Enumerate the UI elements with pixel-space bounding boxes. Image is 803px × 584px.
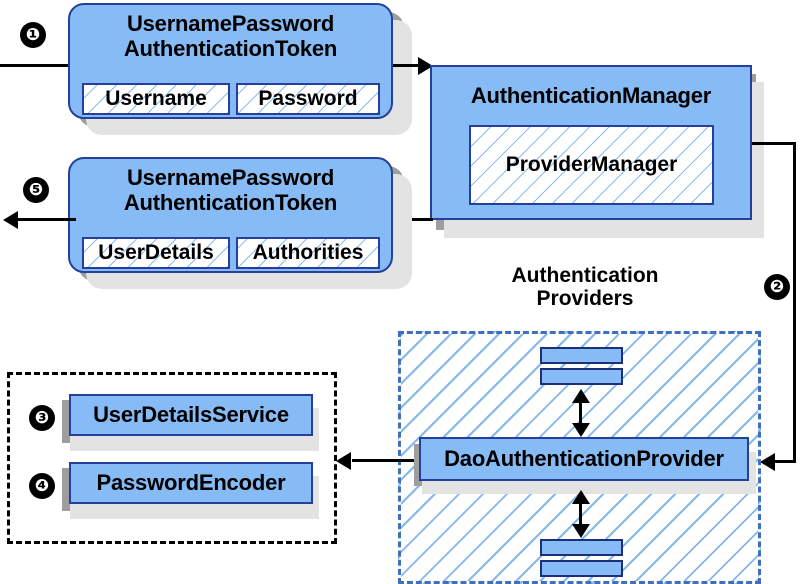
request-token-password-field[interactable]: Password xyxy=(236,83,380,115)
response-authentication-token-box[interactable]: UsernamePassword AuthenticationToken Use… xyxy=(68,157,393,273)
authentication-manager-title: AuthenticationManager xyxy=(470,83,712,108)
authentication-providers-heading: Authentication Providers xyxy=(470,264,700,310)
response-token-outgoing-line xyxy=(18,218,76,221)
other-provider-bar-bottom-2[interactable] xyxy=(540,560,623,577)
request-token-username-field[interactable]: Username xyxy=(82,83,230,115)
step-badge-4: ❹ xyxy=(29,473,55,499)
manager-to-provider-vertical-line xyxy=(793,142,796,462)
step-badge-2: ❷ xyxy=(764,274,790,300)
response-token-outgoing-arrowhead xyxy=(3,211,18,229)
user-details-service-box[interactable]: UserDetailsService xyxy=(69,394,313,436)
authentication-manager-box[interactable]: AuthenticationManager ProviderManager xyxy=(430,65,752,220)
provider-entry-arrowhead xyxy=(760,453,775,471)
password-encoder-label: PasswordEncoder xyxy=(96,469,286,495)
request-authentication-token-box[interactable]: UsernamePassword AuthenticationToken Use… xyxy=(68,3,393,119)
user-details-service-label: UserDetailsService xyxy=(93,401,289,427)
token-to-manager-arrowhead xyxy=(418,57,433,75)
other-provider-bar-top-2[interactable] xyxy=(540,368,623,385)
provider-chain-up-arrowhead-top xyxy=(572,389,590,403)
request-token-username-label: Username xyxy=(105,87,207,110)
other-provider-bar-top-1[interactable] xyxy=(540,347,623,364)
token-to-manager-line xyxy=(393,64,426,67)
step-badge-1: ❶ xyxy=(20,22,46,48)
authentication-providers-heading-line1: Authentication xyxy=(511,264,659,287)
request-token-title: UsernamePassword AuthenticationToken xyxy=(123,11,338,61)
manager-to-response-token-line xyxy=(393,218,433,221)
authentication-providers-heading-line2: Providers xyxy=(536,287,634,311)
response-token-title-line2: AuthenticationToken xyxy=(123,189,338,215)
provider-entry-line xyxy=(775,460,796,463)
provider-chain-line-top xyxy=(579,399,582,425)
request-token-password-label: Password xyxy=(258,87,358,110)
step-badge-3: ❸ xyxy=(29,405,55,431)
incoming-request-line xyxy=(0,64,78,67)
provider-chain-line-bottom xyxy=(579,500,582,526)
provider-chain-down-arrowhead-bottom xyxy=(572,524,590,538)
provider-manager-box[interactable]: ProviderManager xyxy=(469,125,714,205)
response-token-authorities-label: Authorities xyxy=(252,241,364,264)
request-token-title-line1: UsernamePassword xyxy=(126,11,335,36)
provider-to-services-line xyxy=(352,459,414,462)
provider-chain-down-arrowhead-top xyxy=(572,423,590,437)
request-token-title-line2: AuthenticationToken xyxy=(123,35,338,61)
response-token-title: UsernamePassword AuthenticationToken xyxy=(123,165,338,215)
dao-authentication-provider-box[interactable]: DaoAuthenticationProvider xyxy=(419,437,749,481)
response-token-userdetails-label: UserDetails xyxy=(98,241,214,264)
provider-to-services-arrowhead xyxy=(336,452,351,470)
response-token-title-line1: UsernamePassword xyxy=(126,165,335,190)
services-region xyxy=(7,372,337,544)
step-badge-5: ❺ xyxy=(23,177,49,203)
provider-chain-up-arrowhead-bottom xyxy=(572,490,590,504)
provider-manager-label: ProviderManager xyxy=(505,153,678,176)
manager-right-exit-line xyxy=(752,142,796,145)
dao-authentication-provider-label: DaoAuthenticationProvider xyxy=(444,445,724,471)
response-token-authorities-field[interactable]: Authorities xyxy=(236,237,380,269)
response-token-userdetails-field[interactable]: UserDetails xyxy=(82,237,230,269)
password-encoder-box[interactable]: PasswordEncoder xyxy=(69,462,313,504)
other-provider-bar-bottom-1[interactable] xyxy=(540,539,623,556)
